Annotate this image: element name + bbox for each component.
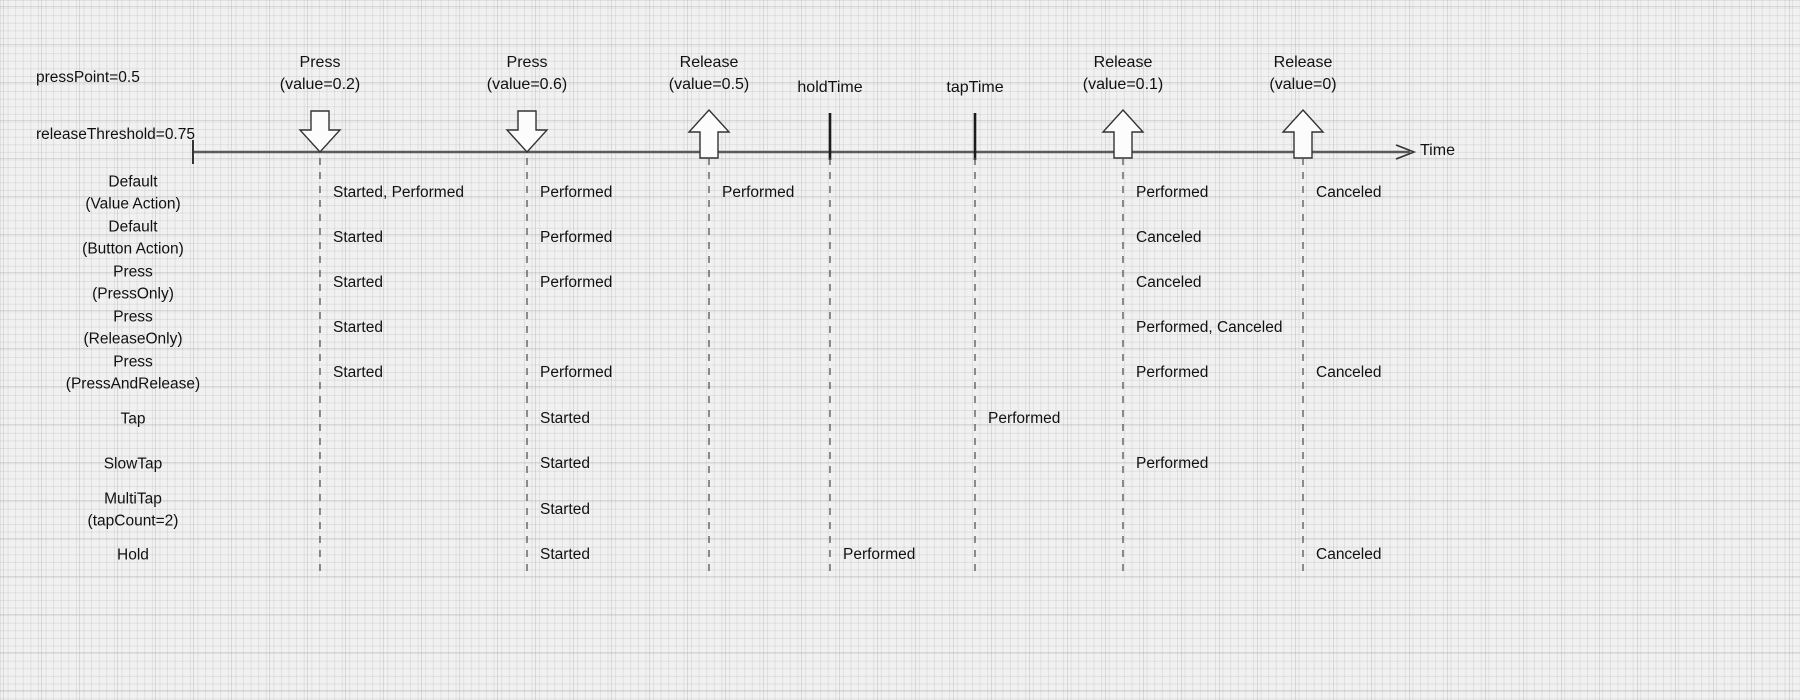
time-axis-label: Time — [1420, 142, 1455, 159]
event-cell-hold-hold-time: Performed — [843, 546, 916, 563]
press-arrow-press-02 — [298, 110, 342, 154]
event-cell-press-releaseonly-press-02: Started — [333, 319, 383, 336]
press-arrow-press-06 — [505, 110, 549, 154]
row-label-slowtap: SlowTap — [104, 453, 163, 475]
event-cell-press-releaseonly-release-01: Performed, Canceled — [1136, 319, 1283, 336]
event-cell-slowtap-release-01: Performed — [1136, 455, 1209, 472]
row-label-line-2: (tapCount=2) — [87, 512, 179, 529]
event-cell-default-value-action-release-05: Performed — [722, 184, 795, 201]
row-label-hold: Hold — [117, 544, 149, 566]
event-cell-default-value-action-release-00: Canceled — [1316, 184, 1382, 201]
row-label-tap: Tap — [121, 408, 146, 430]
row-label-line-1: Press — [113, 308, 153, 326]
event-cell-default-button-action-press-02: Started — [333, 229, 383, 246]
event-cell-press-pressonly-press-06: Performed — [540, 274, 613, 291]
parameter-note: pressPoint=0.5 releaseThreshold=0.75 — [36, 30, 195, 182]
event-cell-hold-release-00: Canceled — [1316, 546, 1382, 563]
row-label-line-2: (Button Action) — [82, 240, 184, 257]
row-label-line-1: Press — [113, 263, 153, 281]
row-label-line-1: Hold — [117, 546, 149, 564]
row-label-line-2: (Value Action) — [85, 195, 181, 212]
marker-caption-release-05: Release (value=0.5) — [669, 52, 750, 96]
event-cell-press-pressandrelease-release-00: Canceled — [1316, 364, 1382, 381]
event-cell-default-button-action-release-01: Canceled — [1136, 229, 1202, 246]
event-cell-press-pressonly-press-02: Started — [333, 274, 383, 291]
row-label-line-2: (PressOnly) — [92, 285, 174, 302]
marker-caption-line-2: (value=0.1) — [1082, 76, 1164, 93]
row-label-press-pressandrelease: Press (PressAndRelease) — [66, 352, 200, 395]
marker-caption-line-1: Release — [1273, 54, 1333, 71]
marker-caption-line-2: (value=0.2) — [279, 76, 361, 93]
parameter-note-line-2: releaseThreshold=0.75 — [36, 126, 195, 143]
marker-caption-press-06: Press (value=0.6) — [487, 52, 568, 96]
row-label-line-1: Default — [108, 218, 158, 236]
row-label-line-1: Press — [113, 353, 153, 371]
marker-caption-press-02: Press (value=0.2) — [280, 52, 361, 96]
event-cell-press-pressandrelease-release-01: Performed — [1136, 364, 1209, 381]
event-cell-press-pressonly-release-01: Canceled — [1136, 274, 1202, 291]
marker-caption-line-1: holdTime — [797, 79, 863, 96]
marker-caption-line-1: Release — [1093, 54, 1153, 71]
row-label-default-value-action: Default (Value Action) — [85, 172, 180, 215]
marker-caption-line-1: Release — [679, 54, 739, 71]
row-label-line-2: (PressAndRelease) — [65, 375, 201, 392]
event-cell-press-pressandrelease-press-02: Started — [333, 364, 383, 381]
marker-caption-tap-time: tapTime — [946, 77, 1003, 99]
parameter-note-line-1: pressPoint=0.5 — [36, 69, 140, 86]
event-cell-tap-press-06: Started — [540, 410, 590, 427]
event-cell-default-button-action-press-06: Performed — [540, 229, 613, 246]
marker-caption-line-1: Press — [506, 54, 548, 71]
row-label-line-1: SlowTap — [103, 455, 163, 473]
row-label-line-2: (ReleaseOnly) — [83, 330, 183, 347]
event-cell-multitap-press-06: Started — [540, 501, 590, 518]
row-label-line-1: MultiTap — [104, 490, 162, 508]
marker-caption-line-2: (value=0) — [1269, 76, 1337, 93]
marker-caption-hold-time: holdTime — [797, 77, 862, 99]
marker-caption-line-1: tapTime — [946, 79, 1004, 96]
row-label-line-1: Default — [108, 173, 158, 191]
marker-caption-line-2: (value=0.5) — [668, 76, 750, 93]
event-cell-press-pressandrelease-press-06: Performed — [540, 364, 613, 381]
event-cell-tap-tap-time: Performed — [988, 410, 1061, 427]
row-label-press-pressonly: Press (PressOnly) — [92, 262, 174, 305]
event-cell-slowtap-press-06: Started — [540, 455, 590, 472]
event-cell-hold-press-06: Started — [540, 546, 590, 563]
marker-caption-release-00: Release (value=0) — [1269, 52, 1336, 96]
event-cell-default-value-action-press-02: Started, Performed — [333, 184, 464, 201]
time-axis-arrowhead — [1395, 144, 1417, 160]
marker-caption-line-1: Press — [299, 54, 341, 71]
row-label-multitap: MultiTap (tapCount=2) — [88, 489, 179, 532]
event-cell-default-value-action-press-06: Performed — [540, 184, 613, 201]
row-label-press-releaseonly: Press (ReleaseOnly) — [83, 307, 182, 350]
row-label-line-1: Tap — [120, 410, 146, 428]
marker-caption-line-2: (value=0.6) — [486, 76, 568, 93]
row-label-default-button-action: Default (Button Action) — [82, 217, 184, 260]
marker-caption-release-01: Release (value=0.1) — [1083, 52, 1164, 96]
event-cell-default-value-action-release-01: Performed — [1136, 184, 1209, 201]
